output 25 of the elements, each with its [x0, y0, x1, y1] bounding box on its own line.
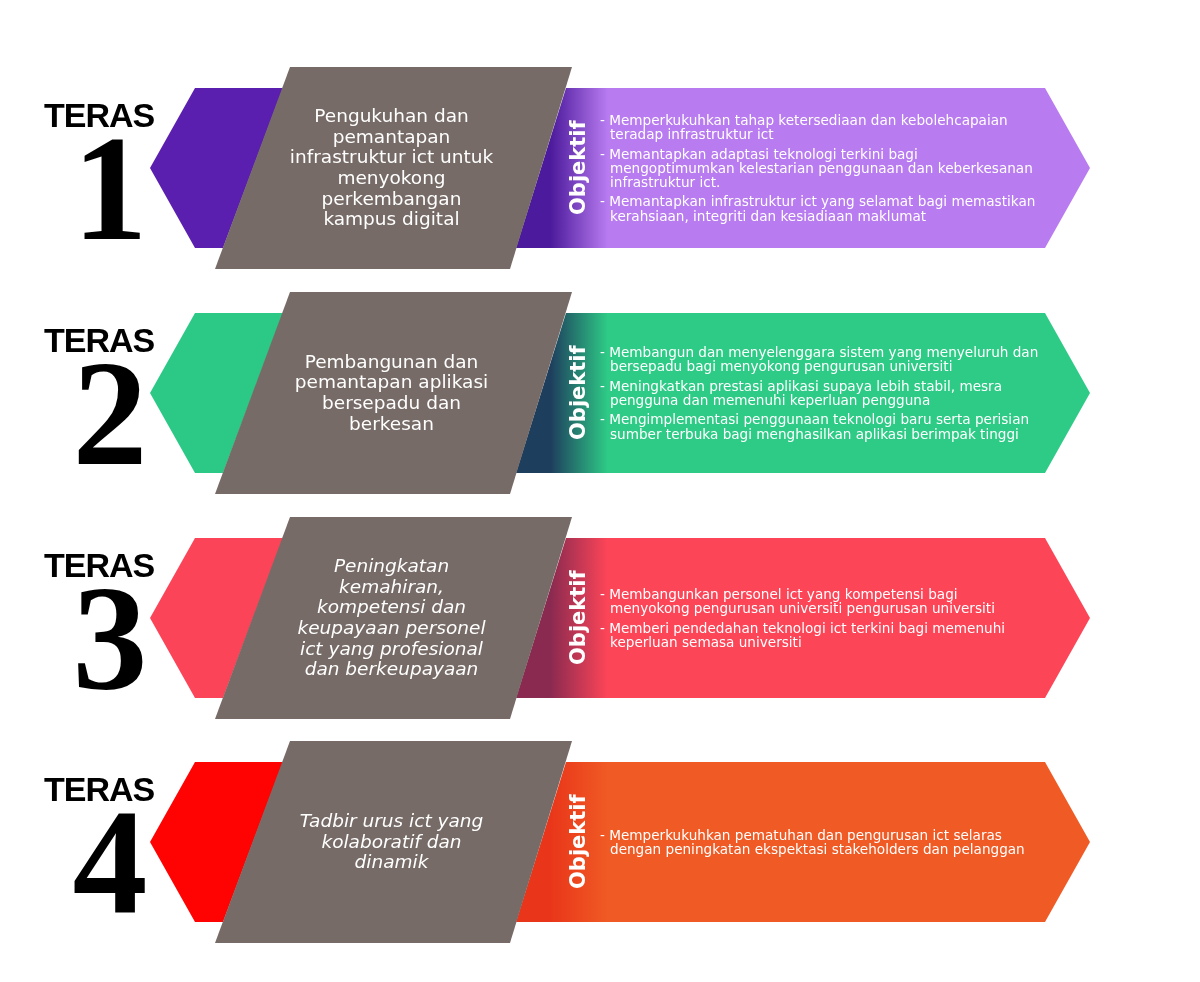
objective-item: - Mengimplementasi penggunaan teknologi baru serta perisian sumber terbuka bagi menghasilkan aplikasi berimpak tinggi — [600, 412, 1031, 441]
row-heading: TERAS — [44, 548, 155, 582]
row-number: 2 — [72, 358, 148, 468]
theme-text: Tadbir urus ict yang kolaboratif dan dinamik — [298, 810, 485, 874]
objective-item: - Meningkatkan prestasi aplikasi supaya lebih stabil, mesra pengguna dan memenuhi keperluan pengguna — [600, 378, 1004, 408]
row-number: 1 — [72, 133, 148, 243]
theme-text: Pengukuhan dan pemantapan infrastruktur ict untuk menyokong perkembangan kampus digital — [288, 105, 495, 231]
objective-item: - Membangun dan menyelenggara sistem yang menyeluruh dan bersepadu bagi menyokong pengurusan universiti — [600, 345, 1040, 374]
objective-heading: Objektif — [565, 793, 591, 892]
objective-item: - Memantapkan infrastruktur ict yang selamat bagi memastikan kerahsiaan, integriti dan kesiadiaan maklumat — [600, 194, 1037, 223]
objective-item: - Memantapkan adaptasi teknologi terkini bagi mengoptimumkan kelestarian penggunaan dan keberkesanan infrastruktur ict. — [600, 146, 1034, 190]
row-number: 4 — [72, 807, 148, 917]
objective-item: - Memberi pendedahan teknologi ict terkini bagi memenuhi keperluan semasa universiti — [600, 620, 1007, 650]
objective-heading: Objektif — [565, 569, 591, 668]
row-heading: TERAS — [44, 772, 155, 806]
theme-text: Peningkatan kemahiran, kompetensi dan keupayaan personel ict yang profesional dan berkeupayaan — [296, 555, 487, 681]
row-heading: TERAS — [44, 98, 155, 132]
objective-heading: Objektif — [565, 119, 591, 218]
objective-item: - Membangunkan personel ict yang kompetensi bagi menyokong pengurusan universiti pengurusan universiti — [600, 586, 996, 616]
objective-heading: Objektif — [565, 344, 591, 443]
objective-item: - Memperkukuhkan tahap ketersediaan dan kebolehcapaian teradap infrastruktur ict — [600, 113, 1009, 142]
objective-item: - Memperkukuhkan pematuhan dan pengurusan ict selaras dengan peningkatan ekspektasi stakeholders dan pelanggan — [600, 827, 1026, 857]
row-number: 3 — [72, 583, 148, 693]
row-heading: TERAS — [44, 323, 155, 357]
theme-text: Pembangunan dan pemantapan aplikasi bersepadu dan berkesan — [293, 351, 490, 435]
